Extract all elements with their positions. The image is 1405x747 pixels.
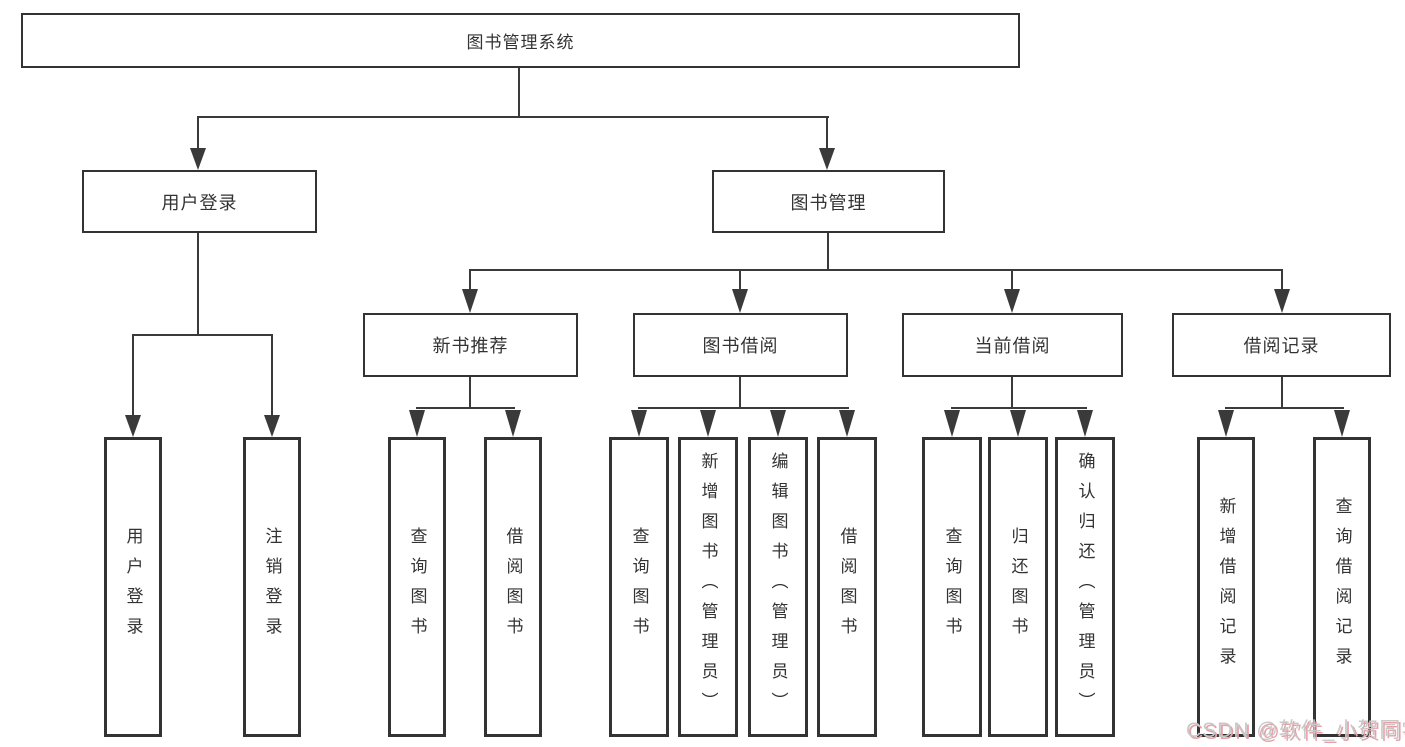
leaf-borrow-query-books: 查询图书 (609, 437, 669, 737)
connector-line (1281, 271, 1283, 289)
connector-line (469, 377, 471, 408)
leaf-current-confirm-return-admin-label: 确认归还（管理员） (1075, 452, 1095, 722)
arrow-down-icon (1077, 410, 1093, 437)
leaf-current-query-books-label: 查询图书 (942, 527, 962, 647)
connector-line (1281, 377, 1283, 408)
arrow-down-icon (1334, 410, 1350, 437)
connector-line (197, 233, 199, 335)
leaf-borrow-edit-books-admin: 编辑图书（管理员） (748, 437, 808, 737)
connector-line (1011, 377, 1013, 408)
node-library-system-label: 图书管理系统 (466, 33, 575, 52)
connector-line (132, 336, 134, 415)
node-book-borrowing: 图书借阅 (633, 313, 848, 377)
connector-line (1011, 271, 1013, 289)
node-new-book-recommend-label: 新书推荐 (432, 336, 509, 356)
leaf-current-return-books: 归还图书 (988, 437, 1048, 737)
leaf-borrow-borrow-books: 借阅图书 (817, 437, 877, 737)
leaf-user-login: 用户登录 (104, 437, 162, 737)
arrow-down-icon (264, 415, 280, 437)
node-new-book-recommend: 新书推荐 (363, 313, 578, 377)
arrow-down-icon (1004, 289, 1020, 313)
leaf-borrow-add-books-admin: 新增图书（管理员） (678, 437, 738, 737)
node-book-management-label: 图书管理 (790, 192, 867, 213)
connector-line (826, 118, 828, 148)
leaf-current-confirm-return-admin: 确认归还（管理员） (1055, 437, 1115, 737)
node-borrow-records: 借阅记录 (1172, 313, 1391, 377)
arrow-down-icon (125, 415, 141, 437)
leaf-records-query-record: 查询借阅记录 (1313, 437, 1371, 737)
arrow-down-icon (409, 410, 425, 437)
connector-line (739, 271, 741, 289)
connector-line (827, 233, 829, 270)
node-current-borrowing: 当前借阅 (902, 313, 1123, 377)
leaf-newbook-borrow-books: 借阅图书 (484, 437, 542, 737)
leaf-newbook-query-books-label: 查询图书 (407, 527, 427, 647)
connector-line (197, 116, 829, 118)
connector-line (518, 68, 520, 118)
arrow-down-icon (505, 410, 521, 437)
arrow-down-icon (462, 289, 478, 313)
arrow-down-icon (839, 410, 855, 437)
leaf-records-add-record-label: 新增借阅记录 (1216, 497, 1236, 677)
arrow-down-icon (944, 410, 960, 437)
leaf-borrow-add-books-admin-label: 新增图书（管理员） (698, 452, 718, 722)
connector-line (197, 118, 199, 148)
leaf-borrow-borrow-books-label: 借阅图书 (837, 527, 857, 647)
leaf-current-return-books-label: 归还图书 (1008, 527, 1028, 647)
leaf-current-query-books: 查询图书 (922, 437, 982, 737)
leaf-newbook-borrow-books-label: 借阅图书 (503, 527, 523, 647)
node-current-borrowing-label: 当前借阅 (974, 336, 1051, 356)
leaf-newbook-query-books: 查询图书 (388, 437, 446, 737)
csdn-watermark: CSDN @软件_小贺同学 (1186, 719, 1405, 742)
node-user-login: 用户登录 (82, 170, 317, 233)
arrow-down-icon (819, 148, 835, 170)
leaf-logout-label: 注销登录 (262, 527, 282, 647)
arrow-down-icon (770, 410, 786, 437)
arrow-down-icon (190, 148, 206, 170)
arrow-down-icon (1010, 410, 1026, 437)
connector-line (1225, 407, 1344, 409)
node-borrow-records-label: 借阅记录 (1243, 336, 1320, 356)
arrow-down-icon (631, 410, 647, 437)
leaf-user-login-label: 用户登录 (123, 527, 143, 647)
leaf-records-query-record-label: 查询借阅记录 (1332, 497, 1352, 677)
connector-line (951, 407, 1087, 409)
arrow-down-icon (700, 410, 716, 437)
node-book-management: 图书管理 (712, 170, 945, 233)
connector-line (469, 271, 471, 289)
connector-line (132, 334, 273, 336)
connector-line (469, 269, 1283, 271)
leaf-logout: 注销登录 (243, 437, 301, 737)
node-book-borrowing-label: 图书借阅 (702, 336, 779, 356)
leaf-borrow-query-books-label: 查询图书 (629, 527, 649, 647)
leaf-borrow-edit-books-admin-label: 编辑图书（管理员） (768, 452, 788, 722)
node-library-system: 图书管理系统 (21, 13, 1020, 68)
connector-line (271, 336, 273, 415)
arrow-down-icon (1218, 410, 1234, 437)
arrow-down-icon (1274, 289, 1290, 313)
connector-line (739, 377, 741, 408)
leaf-records-add-record: 新增借阅记录 (1197, 437, 1255, 737)
node-user-login-label: 用户登录 (161, 192, 238, 213)
arrow-down-icon (732, 289, 748, 313)
connector-line (416, 407, 515, 409)
connector-line (638, 407, 849, 409)
